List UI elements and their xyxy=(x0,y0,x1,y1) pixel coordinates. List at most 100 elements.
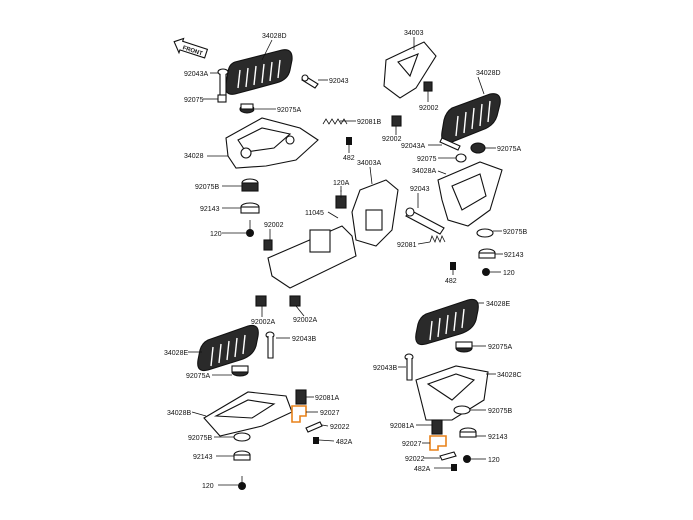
label-92143-left: 92143 xyxy=(200,206,220,213)
pin-92043A-right xyxy=(439,137,461,151)
ball-482-top xyxy=(346,137,352,145)
pin-92043A-left xyxy=(217,68,229,99)
damper-92075A-bottom-right xyxy=(455,341,473,353)
damper-92075A-right xyxy=(470,142,486,154)
label-92075B-bottom-left: 92075B xyxy=(188,435,212,442)
ball-482-middle xyxy=(450,262,456,270)
footrest-bracket-34028B xyxy=(203,391,293,437)
clip-92022-left xyxy=(305,421,323,433)
label-34028-left: 34028 xyxy=(184,153,204,160)
label-92143-right: 92143 xyxy=(504,252,524,259)
label-34028C: 34028C xyxy=(497,372,522,379)
label-92022-left: 92022 xyxy=(330,424,350,431)
detent-92027-right xyxy=(429,435,447,451)
footrest-bracket-34028-left xyxy=(225,117,319,169)
bracket-34003A xyxy=(351,179,399,247)
label-34028E-left: 34028E xyxy=(164,350,188,357)
leader-lines xyxy=(188,37,503,486)
label-92143-bottom-right: 92143 xyxy=(488,434,508,441)
label-92075A-right: 92075A xyxy=(497,146,521,153)
label-34003: 34003 xyxy=(404,30,424,37)
label-92027-left: 92027 xyxy=(320,410,340,417)
label-482A-right: 482A xyxy=(414,466,431,473)
pin-92043B-right xyxy=(404,353,414,381)
footrest-pad-34028E-left xyxy=(197,324,259,372)
bolt-92002-center xyxy=(391,115,402,127)
bolt-120A xyxy=(335,190,347,209)
spring-92081A-right xyxy=(431,419,443,435)
bolt-92002A-2 xyxy=(289,295,301,307)
damper-92075B-left xyxy=(241,178,259,192)
label-92002-center: 92002 xyxy=(382,136,402,143)
label-92081-middle: 92081 xyxy=(397,242,417,249)
footrest-pad-34028D-right xyxy=(441,93,501,144)
label-92043B-left: 92043B xyxy=(292,336,316,343)
label-34028A: 34028A xyxy=(412,168,436,175)
label-92002A-2: 92002A xyxy=(293,317,317,324)
bolt-92002A-1 xyxy=(255,295,267,307)
ball-482A-right xyxy=(451,464,457,471)
cap-92075-left xyxy=(217,94,227,103)
label-92075B-bottom-right: 92075B xyxy=(488,408,512,415)
label-92002A-1: 92002A xyxy=(251,319,275,326)
label-92075A-left: 92075A xyxy=(277,107,301,114)
label-92075A-bottom-right: 92075A xyxy=(488,344,512,351)
bolt-92002-center-left xyxy=(263,239,273,251)
label-92081A-left: 92081A xyxy=(315,395,339,402)
pin-92043-center xyxy=(405,207,445,235)
label-92081B: 92081B xyxy=(357,119,381,126)
footrest-bracket-34028C xyxy=(415,365,489,421)
label-92043-top: 92043 xyxy=(329,78,349,85)
bolt-120-bottom-left xyxy=(238,476,246,490)
damper-92075B-bottom-right xyxy=(453,405,471,415)
label-92043A-left: 92043A xyxy=(184,71,208,78)
label-92075-left: 92075 xyxy=(184,97,204,104)
footrest-bracket-34028A xyxy=(437,161,503,227)
label-92075B-right: 92075B xyxy=(503,229,527,236)
damper-92075A-left xyxy=(239,103,255,114)
ball-482A-left xyxy=(313,437,319,444)
damper-92075B-right xyxy=(476,228,494,238)
label-120-bottom-right: 120 xyxy=(488,457,500,464)
bolt-92002-right xyxy=(423,81,433,92)
bracket-34003 xyxy=(383,41,437,99)
label-11045: 11045 xyxy=(305,210,324,217)
spring-92081-center xyxy=(429,234,446,244)
bolt-120-bottom-right xyxy=(463,455,471,463)
washer-92143-right xyxy=(478,248,496,259)
label-92022-right: 92022 xyxy=(405,456,425,463)
label-92075A-bottom-left: 92075A xyxy=(186,373,210,380)
label-92081A-right: 92081A xyxy=(390,423,414,430)
label-120-bottom-left: 120 xyxy=(202,483,214,490)
label-92027-right: 92027 xyxy=(402,441,422,448)
label-34028E-right: 34028E xyxy=(486,301,510,308)
label-482-middle: 482 xyxy=(445,278,457,285)
washer-92143-bottom-right xyxy=(459,427,477,438)
label-92043A-right: 92043A xyxy=(401,143,425,150)
label-34028B: 34028B xyxy=(167,410,191,417)
label-34028D-left: 34028D xyxy=(262,33,287,40)
detent-92027-left xyxy=(291,405,307,423)
footrest-pad-34028D-left xyxy=(225,49,293,95)
front-arrow-badge: FRONT xyxy=(173,37,209,59)
label-92075B-left: 92075B xyxy=(195,184,219,191)
damper-92075B-bottom-left xyxy=(233,432,251,442)
label-92143-bottom-left: 92143 xyxy=(193,454,213,461)
label-482A-left: 482A xyxy=(336,439,353,446)
label-92002-right: 92002 xyxy=(419,105,439,112)
label-92002-middle: 92002 xyxy=(264,222,284,229)
clip-92043-top xyxy=(301,74,319,89)
label-34028D-right: 34028D xyxy=(476,70,501,77)
part-labels: 34028D 92043A 92043 92075 92075A 92081B … xyxy=(164,30,527,490)
spring-92081B xyxy=(322,118,348,125)
label-92043-middle: 92043 xyxy=(410,186,430,193)
label-92075-right: 92075 xyxy=(417,156,437,163)
spring-92081A-left xyxy=(295,389,307,405)
pin-92043B-left xyxy=(265,331,275,359)
pivot-11045 xyxy=(267,225,357,289)
footrest-pad-34028E-right xyxy=(415,298,479,346)
washer-92143-bottom-left xyxy=(233,450,251,461)
label-120A: 120A xyxy=(333,180,350,187)
label-120-right: 120 xyxy=(503,270,515,277)
